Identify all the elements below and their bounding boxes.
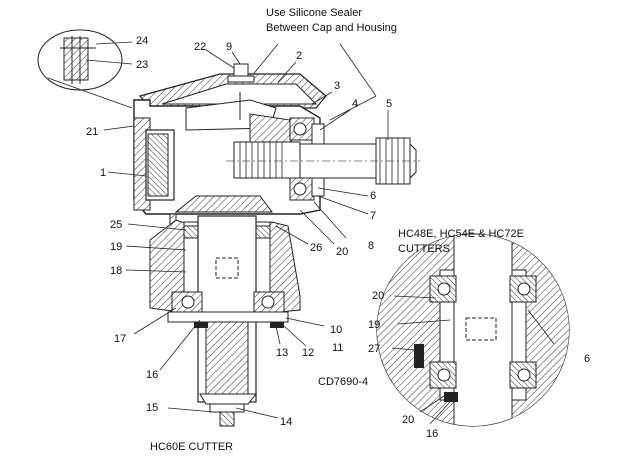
callout-15: 15 [146, 402, 159, 414]
callout-14: 14 [280, 416, 293, 428]
callout-4: 4 [352, 98, 359, 110]
callout-25: 25 [110, 219, 123, 231]
callout-6: 6 [370, 190, 377, 202]
callout-16: 16 [146, 369, 159, 381]
callout-5: 5 [386, 98, 393, 110]
callout-7: 7 [370, 210, 377, 222]
callout-12: 12 [302, 347, 315, 359]
detail-seal-view [37, 29, 133, 109]
callout-17: 17 [114, 333, 127, 345]
sealer-note-line2: Between Cap and Housing [266, 22, 397, 34]
lower-housing [146, 213, 301, 427]
callout-11: 11 [332, 342, 344, 354]
callout-2: 2 [296, 50, 303, 62]
callout-20: 20 [336, 246, 349, 258]
callout-3: 3 [334, 80, 341, 92]
callout-21: 21 [86, 126, 99, 138]
callout-10: 10 [330, 324, 343, 336]
callout-22: 22 [194, 41, 207, 53]
inset-title-line1: HC48E, HC54E & HC72E [398, 228, 524, 240]
gearbox-housing [133, 63, 420, 215]
callout-1: 1 [100, 167, 107, 179]
inset-callout-6: 6 [584, 353, 591, 365]
callout-24: 24 [136, 35, 149, 47]
inset-callout-20-top: 20 [372, 290, 385, 302]
callout-18: 18 [110, 265, 123, 277]
callout-23: 23 [136, 59, 149, 71]
callout-26: 26 [310, 242, 323, 254]
main-caption: HC60E CUTTER [150, 441, 234, 453]
inset-callout-27: 27 [368, 343, 381, 355]
inset-bearing-detail [376, 233, 570, 427]
drawing-id: CD7690-4 [318, 376, 369, 388]
callout-13: 13 [276, 347, 289, 359]
callout-9: 9 [226, 41, 233, 53]
inset-callout-20-bottom: 20 [402, 414, 415, 426]
callout-19: 19 [110, 241, 123, 253]
inset-title-line2: CUTTERS [398, 243, 450, 255]
sealer-note-line1: Use Silicone Sealer [266, 7, 362, 19]
inset-callout-16: 16 [426, 428, 439, 440]
callout-leaders [103, 49, 555, 425]
inset-callout-19: 19 [368, 319, 381, 331]
callout-8: 8 [368, 240, 375, 252]
